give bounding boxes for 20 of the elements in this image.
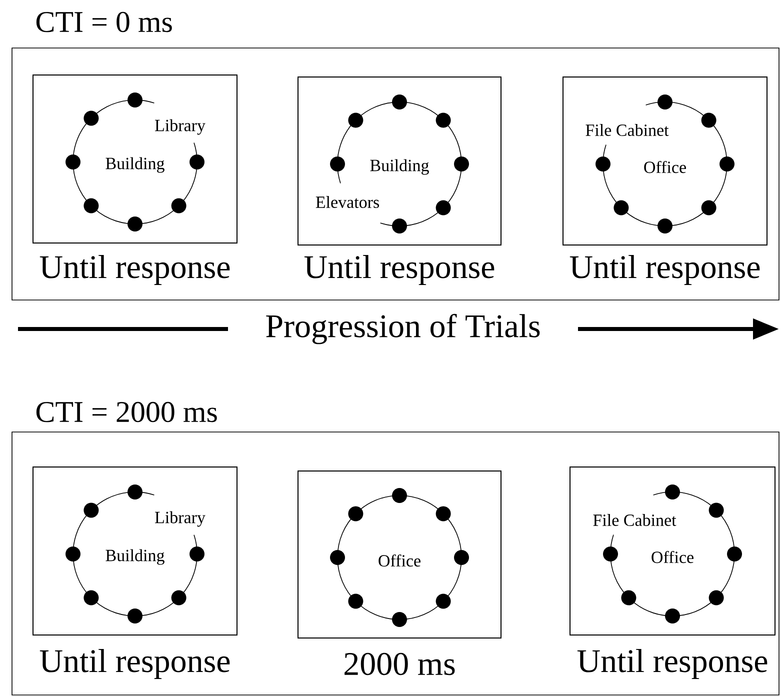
center-word: Building — [106, 157, 164, 173]
peripheral-word: Library — [155, 511, 206, 527]
peripheral-word: Library — [155, 119, 206, 135]
panel-heading: CTI = 0 ms — [36, 12, 172, 32]
center-word: Building — [370, 159, 429, 175]
center-word: Office — [378, 554, 420, 567]
duration-caption: Until response — [304, 255, 494, 285]
panel-heading: CTI = 2000 ms — [36, 402, 217, 422]
duration-caption: Until response — [40, 649, 230, 679]
duration-caption: 2000 ms — [344, 652, 455, 676]
center-word: Office — [652, 550, 694, 564]
center-word: Building — [106, 549, 164, 565]
peripheral-word: Elevators — [316, 196, 379, 208]
progression-label: Progression of Trials — [266, 314, 540, 344]
duration-caption: Until response — [40, 255, 230, 285]
peripheral-word: File Cabinet — [593, 514, 676, 526]
peripheral-word: File Cabinet — [586, 124, 669, 136]
duration-caption: Until response — [570, 255, 760, 285]
center-word: Office — [644, 160, 686, 174]
duration-caption: Until response — [577, 649, 768, 679]
